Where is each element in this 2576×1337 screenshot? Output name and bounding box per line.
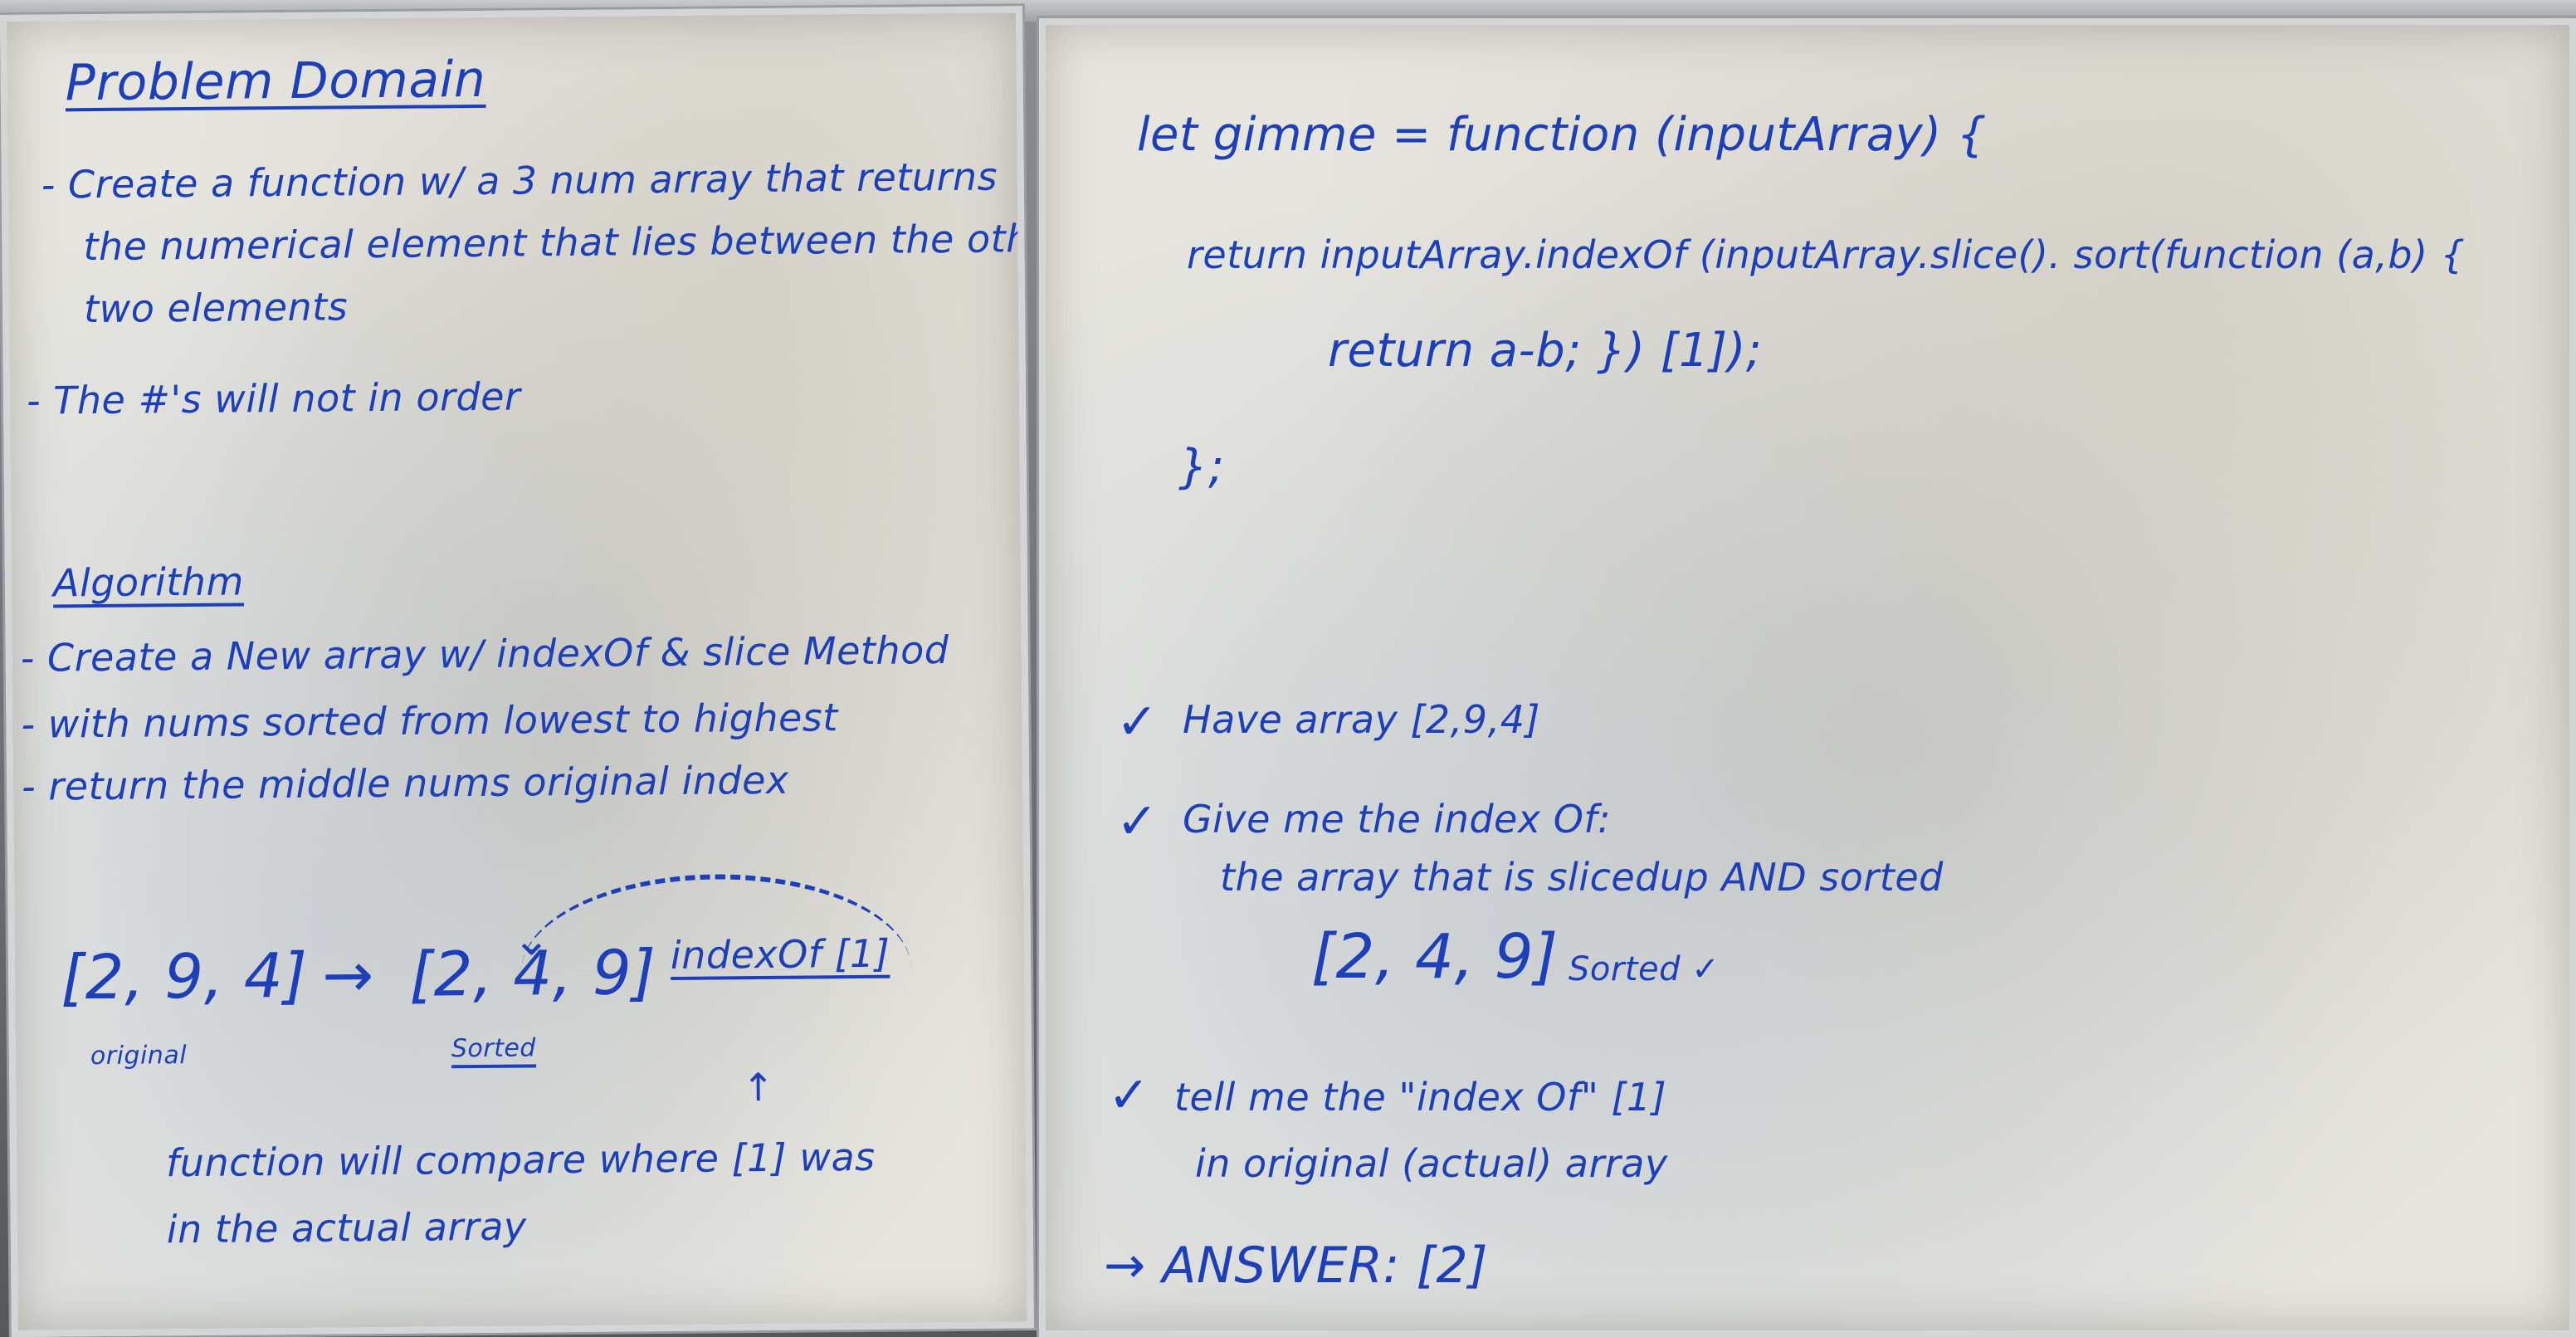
check-mark-1: ✓	[1116, 693, 1159, 751]
code-line-3: return a-b; }) [1]);	[1328, 324, 1763, 378]
original-label: original	[90, 1041, 188, 1071]
sorted-array-right: [2, 4, 9]	[1311, 921, 1559, 993]
sorted-label: Sorted	[451, 1033, 537, 1064]
algorithm-line-3: - return the middle nums original index	[21, 757, 789, 809]
sorted-note: Sorted ✓	[1569, 950, 1720, 988]
compare-line-2: in the actual array	[166, 1203, 527, 1252]
indexof-label: indexOf [1]	[670, 930, 890, 978]
answer-line: → ANSWER: [2]	[1104, 1237, 1489, 1295]
transform-arrow: →	[321, 939, 375, 1012]
problem-line-2: the numerical element that lies between …	[83, 215, 1034, 270]
check-mark-2: ✓	[1116, 793, 1159, 851]
original-array: [2, 9, 4]	[60, 939, 309, 1014]
step-1: Have array [2,9,4]	[1183, 697, 1540, 742]
algorithm-line-1: - Create a New array w/ indexOf & slice …	[20, 627, 949, 681]
step-3: tell me the "index Of" [1]	[1174, 1075, 1667, 1120]
left-whiteboard: Problem Domain - Create a function w/ a …	[0, 6, 1034, 1337]
step-3b: in original (actual) array	[1195, 1141, 1668, 1186]
problem-domain-heading: Problem Domain	[65, 50, 486, 113]
sorted-array: [2, 4, 9]	[408, 937, 657, 1011]
check-mark-3: ✓	[1108, 1066, 1150, 1125]
problem-line-4: - The #'s will not in order	[26, 373, 521, 423]
code-line-4: };	[1178, 440, 1225, 494]
algorithm-heading: Algorithm	[52, 559, 244, 606]
code-line-1: let gimme = function (inputArray) {	[1137, 108, 1987, 162]
step-2b: the array that is slicedup AND sorted	[1220, 855, 1944, 900]
code-line-2: return inputArray.indexOf (inputArray.sl…	[1187, 232, 2466, 277]
up-arrow: ↑	[742, 1064, 775, 1110]
problem-line-3: two elements	[83, 284, 349, 332]
compare-line-1: function will compare where [1] was	[165, 1134, 876, 1186]
problem-line-1: - Create a function w/ a 3 num array tha…	[41, 154, 998, 207]
algorithm-line-2: - with nums sorted from lowest to highes…	[21, 695, 839, 747]
step-2: Give me the index Of:	[1183, 797, 1612, 842]
right-whiteboard: let gimme = function (inputArray) { retu…	[1039, 18, 2576, 1337]
